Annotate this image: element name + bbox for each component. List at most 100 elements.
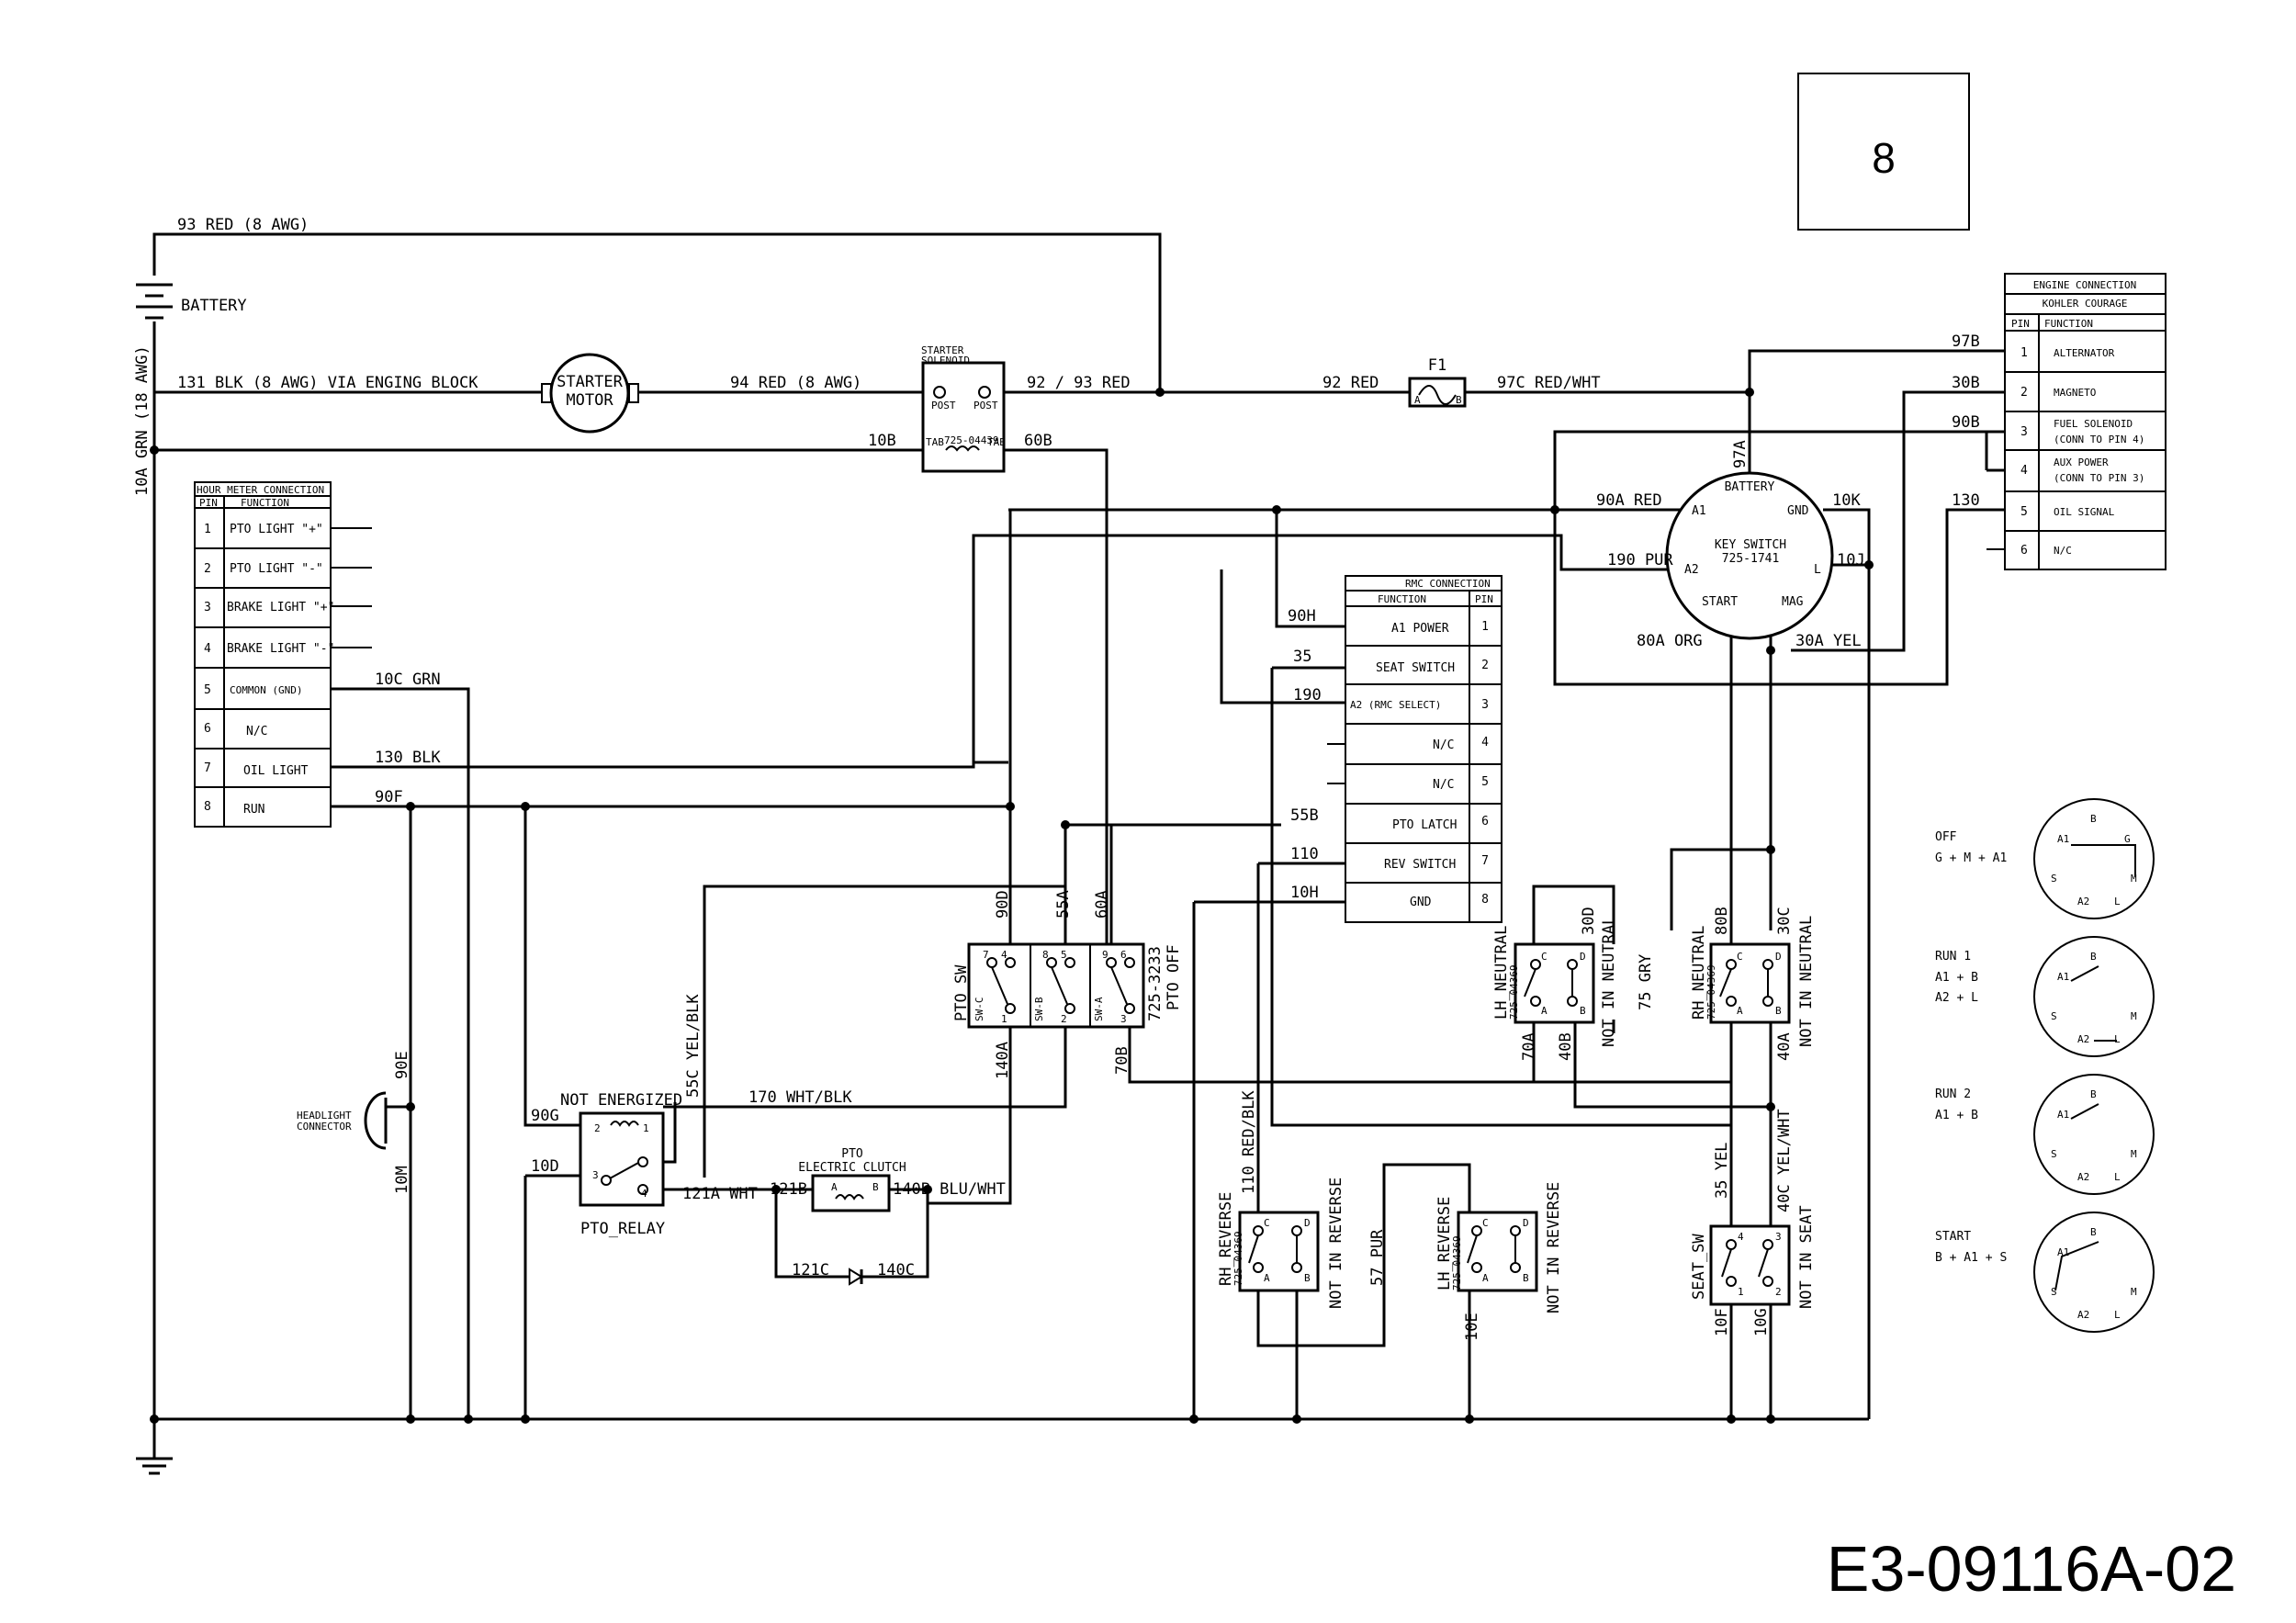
starter-solenoid: STARTER SOLENOID POST POST TAB TAB 725-0…	[921, 344, 1006, 473]
svg-text:BATTERY: BATTERY	[1725, 480, 1775, 494]
svg-text:130 BLK: 130 BLK	[375, 749, 441, 767]
svg-text:PTO LATCH: PTO LATCH	[1392, 818, 1457, 832]
svg-text:140B BLU/WHT: 140B BLU/WHT	[893, 1180, 1006, 1199]
svg-text:93 RED (8 AWG): 93 RED (8 AWG)	[177, 216, 309, 234]
svg-text:30A YEL: 30A YEL	[1795, 632, 1862, 650]
svg-text:70B: 70B	[1113, 1046, 1131, 1075]
svg-text:RUN: RUN	[243, 803, 264, 817]
svg-text:30D: 30D	[1580, 907, 1598, 935]
svg-text:A: A	[1541, 1005, 1548, 1017]
svg-text:6: 6	[1481, 815, 1489, 828]
svg-text:COMMON (GND): COMMON (GND)	[230, 684, 302, 696]
svg-text:10M: 10M	[393, 1166, 411, 1194]
svg-text:30B: 30B	[1952, 374, 1980, 392]
svg-text:90G: 90G	[531, 1107, 559, 1125]
svg-text:A1 + B: A1 + B	[1935, 971, 1978, 985]
svg-text:KEY SWITCH: KEY SWITCH	[1715, 538, 1786, 552]
svg-text:NOT IN NEUTRAL: NOT IN NEUTRAL	[1600, 916, 1618, 1047]
svg-text:725-04369: 725-04369	[1451, 1235, 1463, 1291]
svg-text:B: B	[1775, 1005, 1782, 1017]
svg-text:NOT IN REVERSE: NOT IN REVERSE	[1545, 1182, 1563, 1313]
svg-text:PTO OFF: PTO OFF	[1165, 944, 1183, 1010]
svg-text:M: M	[2131, 873, 2137, 885]
svg-text:A2: A2	[2077, 1309, 2089, 1321]
svg-text:2: 2	[2020, 386, 2028, 400]
svg-text:RH_NEUTRAL: RH_NEUTRAL	[1690, 926, 1708, 1020]
svg-text:B: B	[2090, 1226, 2097, 1238]
svg-text:190 PUR: 190 PUR	[1607, 551, 1673, 569]
svg-text:POST: POST	[974, 400, 998, 411]
pto-switch: 7 4 8 5 9 6 1 2 3 PTO SW SW-C SW-B SW-A …	[952, 942, 1183, 1029]
svg-text:B: B	[2090, 813, 2097, 825]
svg-text:4: 4	[1001, 949, 1007, 961]
seat-switch: 4 1 3 2 SEAT_SW NOT IN SEAT	[1690, 1205, 1816, 1309]
svg-text:110 RED/BLK: 110 RED/BLK	[1240, 1090, 1258, 1194]
svg-text:PIN: PIN	[2011, 318, 2030, 330]
svg-text:70A: 70A	[1520, 1032, 1538, 1061]
svg-text:M: M	[2131, 1010, 2137, 1022]
svg-text:2: 2	[594, 1122, 601, 1134]
svg-text:1: 1	[1001, 1013, 1007, 1025]
svg-text:N/C: N/C	[1433, 778, 1454, 792]
svg-text:A: A	[1482, 1272, 1489, 1284]
svg-text:OIL LIGHT: OIL LIGHT	[243, 764, 309, 778]
svg-text:SEAT_SW: SEAT_SW	[1690, 1234, 1708, 1300]
svg-text:2: 2	[1775, 1286, 1782, 1298]
wire-labels: 93 RED (8 AWG) 131 BLK (8 AWG) VIA ENGIN…	[133, 216, 1980, 1341]
svg-text:A1 + B: A1 + B	[1935, 1109, 1978, 1122]
svg-text:35: 35	[1293, 648, 1311, 666]
svg-text:1: 1	[1738, 1286, 1744, 1298]
svg-text:G + M + A1: G + M + A1	[1935, 851, 2007, 865]
svg-text:94 RED (8 AWG): 94 RED (8 AWG)	[730, 374, 861, 392]
svg-text:90E: 90E	[393, 1051, 411, 1079]
svg-text:A2: A2	[2077, 896, 2089, 907]
svg-text:10G: 10G	[1752, 1308, 1771, 1336]
svg-text:97C RED/WHT: 97C RED/WHT	[1497, 374, 1601, 392]
battery-symbol: BATTERY	[136, 283, 247, 320]
svg-text:B: B	[1456, 394, 1462, 406]
svg-text:REV SWITCH: REV SWITCH	[1384, 858, 1456, 872]
rmc-table: RMC CONNECTION FUNCTION PIN A1 POWER 1 S…	[1327, 575, 1503, 923]
svg-text:40C YEL/WHT: 40C YEL/WHT	[1775, 1109, 1794, 1212]
svg-text:RMC CONNECTION: RMC CONNECTION	[1405, 578, 1491, 590]
svg-text:GND: GND	[1410, 896, 1432, 909]
svg-text:START: START	[1702, 595, 1738, 609]
pto-electric-clutch: PTO ELECTRIC CLUTCH A B	[798, 1147, 906, 1286]
svg-text:PTO_RELAY: PTO_RELAY	[580, 1220, 665, 1238]
svg-text:STARTER: STARTER	[921, 344, 964, 356]
svg-text:5: 5	[1061, 949, 1067, 961]
svg-text:10B: 10B	[868, 432, 896, 450]
svg-text:130: 130	[1952, 491, 1980, 510]
svg-text:10A GRN (18 AWG): 10A GRN (18 AWG)	[133, 345, 152, 496]
svg-text:C: C	[1541, 951, 1548, 963]
svg-text:MAG: MAG	[1782, 595, 1804, 609]
svg-text:80A ORG: 80A ORG	[1637, 632, 1703, 650]
svg-text:S: S	[2051, 1286, 2057, 1298]
svg-text:B: B	[2090, 951, 2097, 963]
svg-text:AUX POWER: AUX POWER	[2054, 456, 2109, 468]
svg-text:3: 3	[1120, 1013, 1127, 1025]
svg-text:LH_NEUTRAL: LH_NEUTRAL	[1492, 926, 1511, 1020]
svg-text:110: 110	[1290, 845, 1319, 863]
svg-text:ELECTRIC CLUTCH: ELECTRIC CLUTCH	[798, 1161, 906, 1175]
svg-text:OIL SIGNAL: OIL SIGNAL	[2054, 506, 2115, 518]
svg-text:L: L	[1814, 563, 1821, 577]
svg-text:55C YEL/BLK: 55C YEL/BLK	[684, 994, 703, 1098]
svg-text:S: S	[2051, 873, 2057, 885]
svg-text:92 RED: 92 RED	[1322, 374, 1379, 392]
engine-connection-table: ENGINE CONNECTION KOHLER COURAGE PIN FUN…	[1986, 273, 2167, 570]
svg-text:L: L	[2114, 896, 2121, 907]
svg-text:RH_REVERSE: RH_REVERSE	[1217, 1192, 1235, 1286]
switch-position-legend: OFF G + M + A1 B A1 G S M A2 L RUN 1 A1 …	[1935, 798, 2155, 1333]
svg-text:2: 2	[1481, 659, 1489, 672]
svg-text:55A: 55A	[1054, 890, 1073, 919]
svg-text:A1: A1	[2057, 1109, 2069, 1121]
svg-text:3: 3	[592, 1169, 599, 1181]
svg-text:D: D	[1304, 1217, 1311, 1229]
svg-text:40A: 40A	[1775, 1032, 1794, 1061]
svg-text:30C: 30C	[1775, 907, 1794, 935]
svg-text:B: B	[872, 1181, 879, 1193]
svg-text:6: 6	[204, 722, 211, 736]
svg-text:90D: 90D	[994, 890, 1012, 919]
svg-text:FUNCTION: FUNCTION	[1378, 593, 1426, 605]
